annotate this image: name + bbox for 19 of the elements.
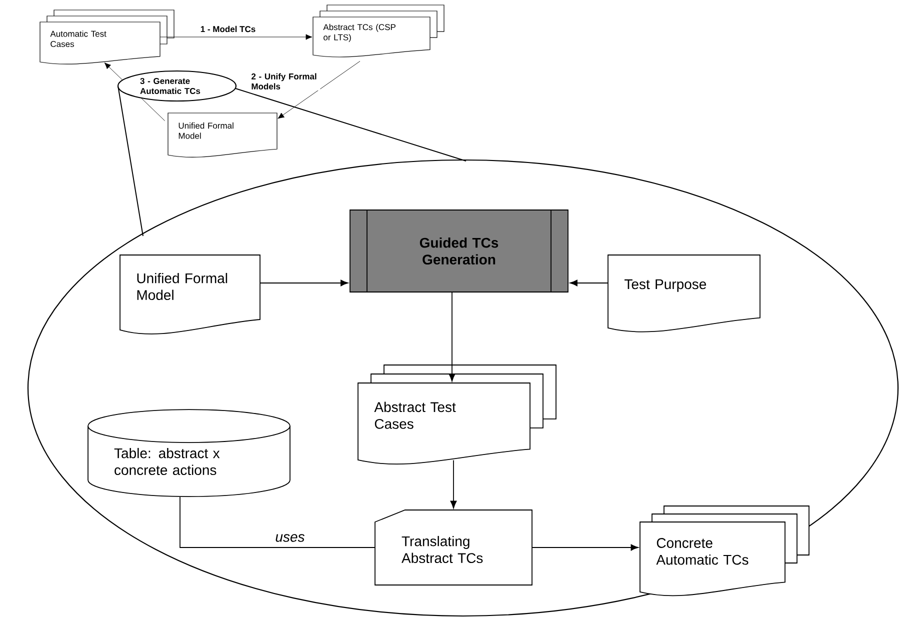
document-stack: Concrete Automatic TCs — [640, 506, 810, 596]
edge-label: 1 - Model TCs — [199, 24, 257, 34]
arrow — [278, 112, 284, 119]
arrow — [570, 280, 608, 286]
document-stack: Abstract TCs (CSP or LTS) — [312, 4, 444, 58]
arrow — [532, 544, 638, 551]
database-cylinder: Table: abstract x concrete actions — [88, 409, 290, 497]
zoom-ellipse — [27, 159, 899, 617]
arrow — [448, 292, 456, 382]
arrow — [160, 34, 312, 40]
process-box: Guided TCs Generation — [350, 210, 568, 292]
arrow — [260, 280, 348, 286]
arrow — [450, 460, 457, 508]
edge-label: uses — [274, 533, 306, 543]
document-stack: Abstract Test Cases — [358, 364, 556, 465]
arrow — [104, 62, 111, 69]
document-stack: Automatic Test Cases — [40, 10, 174, 64]
edge-label: 3 - Generate Automatic TCs — [117, 70, 237, 102]
edge-label: 2 - Unify Formal Models — [250, 72, 320, 90]
